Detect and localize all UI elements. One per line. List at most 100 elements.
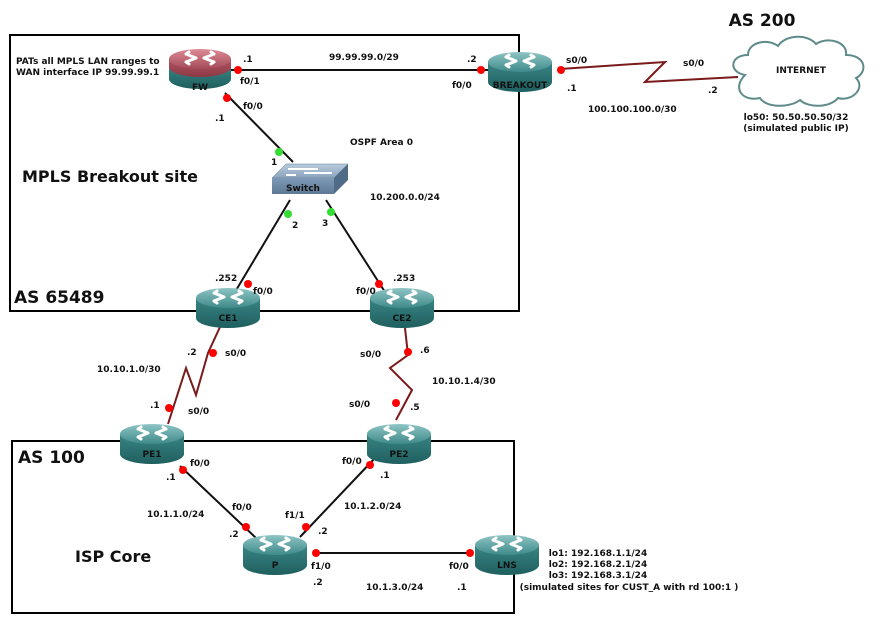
fw-note-line2: WAN interface IP 99.99.99.1 <box>16 68 159 78</box>
if-pe1-s0-0: s0/0 <box>188 407 209 417</box>
if-ce1-s0-0: s0/0 <box>225 349 246 359</box>
ip-fw-f0-1: .1 <box>243 55 253 65</box>
isp-as-label: AS 100 <box>18 448 85 468</box>
isp-core-title: ISP Core <box>75 547 151 566</box>
iface-pe1-s0-0 <box>165 404 173 412</box>
if-pe2-f0-0: f0/0 <box>342 457 362 467</box>
if-ce2-f0-0: f0/0 <box>356 287 376 297</box>
ip-pe2-s0-0: .5 <box>410 403 420 413</box>
ip-internet-s0-0: .2 <box>708 86 718 96</box>
lns-note-line1: lo1: 192.168.1.1/24 <box>549 549 647 559</box>
switch-port-3-label: 3 <box>322 219 328 229</box>
ip-breakout-f0-0: .2 <box>467 55 477 65</box>
subnet-breakout-internet: 100.100.100.0/30 <box>588 105 677 115</box>
iface-pe2-f0-0 <box>366 461 374 469</box>
device-label: LNS <box>497 561 517 571</box>
device-ce1[interactable]: CE1 <box>196 288 260 328</box>
ip-p-f1-0: .2 <box>313 578 323 588</box>
device-label: Switch <box>286 184 320 194</box>
switch-port-1 <box>275 148 283 156</box>
iface-breakout-s0-0 <box>557 66 565 74</box>
iface-breakout-f0-0 <box>477 66 485 74</box>
iface-ce1-f0-0 <box>244 280 252 288</box>
iface-ce2-f0-0 <box>375 280 383 288</box>
mpls-site-title: MPLS Breakout site <box>22 167 198 186</box>
if-fw-f0-0: f0/0 <box>243 102 263 112</box>
link-ce1-pe1 <box>167 326 221 425</box>
device-label: BREAKOUT <box>493 81 548 91</box>
subnet-pe1-p: 10.1.1.0/24 <box>147 510 204 520</box>
if-p-f0-0: f0/0 <box>232 503 252 513</box>
subnet-ce1-pe1: 10.10.1.0/30 <box>97 365 161 375</box>
subnet-fw-breakout: 99.99.99.0/29 <box>329 53 399 63</box>
switch-icon <box>286 168 332 176</box>
if-breakout-f0-0: f0/0 <box>452 81 472 91</box>
internet-note-line1: lo50: 50.50.50.50/32 <box>744 113 849 123</box>
ip-ce2-s0-0: .6 <box>420 346 430 356</box>
switch-port-2-label: 2 <box>292 221 298 231</box>
if-p-f1-1: f1/1 <box>285 511 305 521</box>
iface-pe2-s0-0 <box>392 399 400 407</box>
cloud-icon <box>732 35 865 107</box>
link-ce2-pe2 <box>388 327 414 421</box>
device-label: CE1 <box>218 314 237 324</box>
ip-breakout-s0-0: .1 <box>567 84 577 94</box>
device-ce2[interactable]: CE2 <box>370 288 434 328</box>
ospf-note: OSPF Area 0 <box>350 138 413 148</box>
interface-dots <box>165 66 565 557</box>
iface-p-f0-0 <box>242 523 250 531</box>
subnet-ce2-pe2: 10.10.1.4/30 <box>432 377 496 387</box>
iface-ce1-s0-0 <box>209 349 217 357</box>
switch-port-dots <box>275 148 335 218</box>
ip-ce1-s0-0: .2 <box>187 348 197 358</box>
subnet-pe2-p: 10.1.2.0/24 <box>344 502 401 512</box>
lns-note-line4: (simulated sites for CUST_A with rd 100:… <box>520 583 739 593</box>
device-label: P <box>272 561 279 571</box>
lns-note-line3: lo3: 192.168.3.1/24 <box>549 571 647 581</box>
fw-note-line1: PATs all MPLS LAN ranges to <box>16 57 160 67</box>
device-pe1[interactable]: PE1 <box>120 424 184 464</box>
device-fw[interactable]: FW <box>169 49 231 93</box>
subnet-switch-lan: 10.200.0.0/24 <box>370 193 440 203</box>
link-switch-ce2 <box>325 199 386 293</box>
iface-p-f1-0 <box>312 549 320 557</box>
device-pe2[interactable]: PE2 <box>367 424 431 464</box>
device-label: FW <box>192 83 208 93</box>
if-p-f1-0: f1/0 <box>311 562 331 572</box>
ip-ce1-f0-0: .252 <box>215 274 237 284</box>
if-pe1-f0-0: f0/0 <box>190 459 210 469</box>
ip-p-f1-1: .2 <box>318 527 328 537</box>
device-switch[interactable]: Switch <box>271 163 349 194</box>
device-lns[interactable]: LNS <box>475 535 539 575</box>
iface-fw-f0-0 <box>223 94 231 102</box>
if-fw-f0-1: f0/1 <box>240 77 260 87</box>
device-p[interactable]: P <box>243 535 307 575</box>
if-lns-f0-0: f0/0 <box>449 562 469 572</box>
mpls-site-region <box>9 34 520 312</box>
device-label: PE1 <box>142 450 161 460</box>
cloud-label: INTERNET <box>776 66 827 76</box>
if-ce2-s0-0: s0/0 <box>360 350 381 360</box>
internet-cloud[interactable]: INTERNET <box>732 35 865 107</box>
iface-ce2-s0-0 <box>404 348 412 356</box>
iface-p-f1-1 <box>302 523 310 531</box>
ip-lns-f0-0: .1 <box>457 583 467 593</box>
ip-pe1-f0-0: .1 <box>166 473 176 483</box>
ip-p-f0-0: .2 <box>229 530 239 540</box>
lns-note-line2: lo2: 192.168.2.1/24 <box>549 560 647 570</box>
switch-port-3 <box>327 208 335 216</box>
ip-pe1-s0-0: .1 <box>150 401 160 411</box>
isp-core-region <box>11 440 515 614</box>
if-pe2-s0-0: s0/0 <box>349 400 370 410</box>
iface-pe1-f0-0 <box>179 466 187 474</box>
device-breakout[interactable]: BREAKOUT <box>488 52 552 92</box>
device-label: CE2 <box>392 314 411 324</box>
iface-lns-f0-0 <box>466 549 474 557</box>
link-switch-ce1 <box>234 199 291 293</box>
link-pe2-p <box>299 457 376 538</box>
ip-pe2-f0-0: .1 <box>380 471 390 481</box>
if-breakout-s0-0: s0/0 <box>566 56 587 66</box>
internet-note-line2: (simulated public IP) <box>743 124 848 134</box>
device-label: PE2 <box>389 450 408 460</box>
